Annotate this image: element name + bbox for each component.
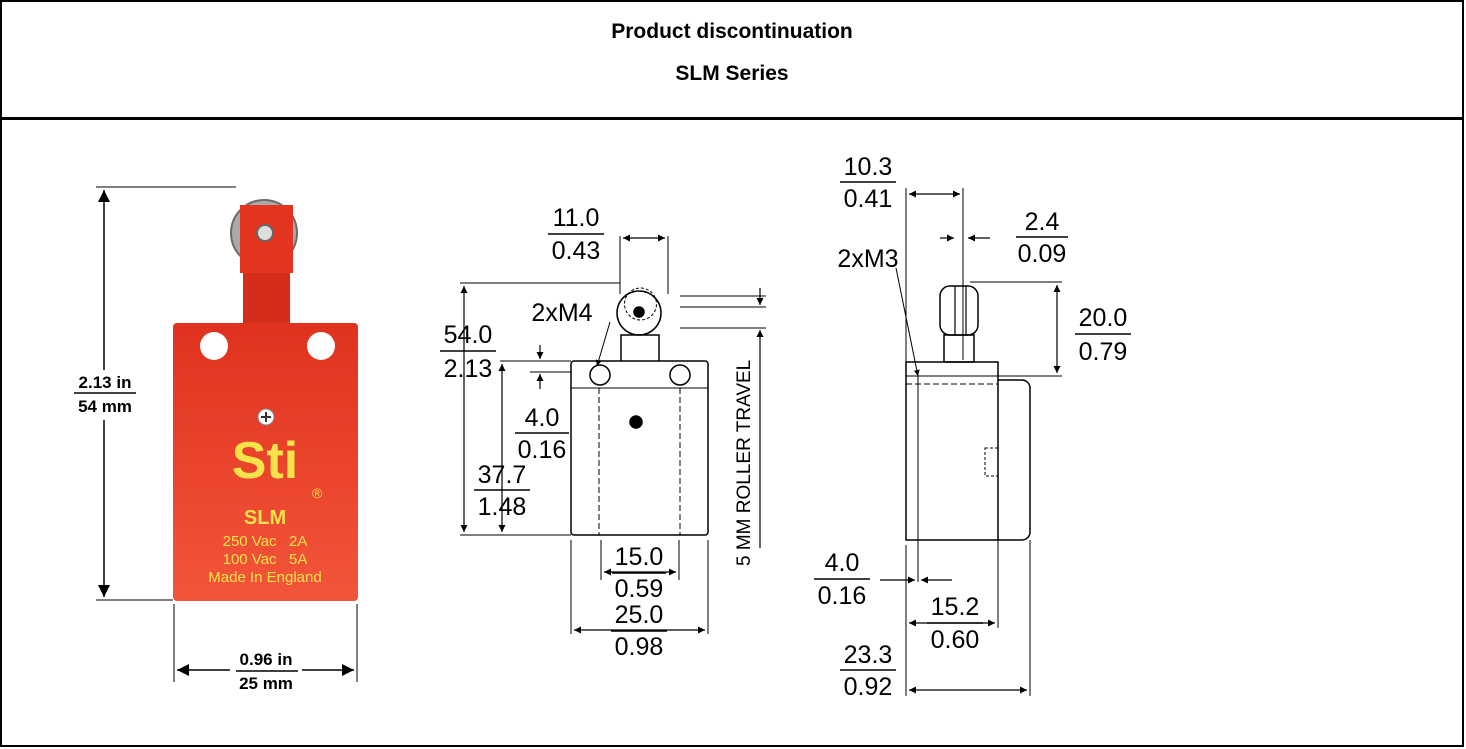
side-thread: 2xM3	[837, 245, 898, 273]
side-body	[905, 361, 999, 541]
dim-center-in: 0.59	[615, 575, 664, 603]
dim-height-in: 2.13	[444, 355, 493, 383]
dim-width-in: 0.98	[615, 633, 664, 661]
dim-mount-mm: 15.2	[931, 593, 980, 621]
dim-center-mm: 15.0	[615, 543, 664, 571]
dim-roller-in: 0.09	[1018, 240, 1067, 268]
mount-hole-left	[200, 332, 228, 360]
front-body	[570, 360, 709, 536]
roller-pivot	[256, 224, 274, 242]
front-view-drawing	[460, 234, 766, 634]
dim-plunger-mm: 20.0	[1079, 304, 1128, 332]
rating-line-2: 100 Vac 5A	[223, 551, 308, 568]
side-view-labels: 10.3 0.41 2.4 0.09 2xM3 20.0 0.79 4.0 0.…	[814, 153, 1131, 701]
brand-logo: Sti	[232, 432, 298, 490]
dim-depth-in: 0.92	[844, 673, 893, 701]
registered-mark: ®	[312, 485, 323, 501]
height-in: 2.13 in	[79, 373, 132, 392]
dim-top-mm: 11.0	[553, 204, 600, 232]
dim-offset-in: 0.41	[844, 185, 893, 213]
actuator-stem	[243, 273, 290, 328]
dim-height-mm: 54.0	[444, 321, 493, 349]
page-subtitle: SLM Series	[675, 62, 789, 85]
width-mm: 25 mm	[239, 674, 293, 693]
dim-top-in: 0.43	[552, 237, 601, 265]
height-mm: 54 mm	[78, 397, 132, 416]
roller-travel-label: 5 MM ROLLER TRAVEL	[734, 360, 755, 566]
product-photo: Sti ® SLM 250 Vac 2A 100 Vac 5A Made In …	[70, 186, 358, 694]
dim-hole-in: 0.16	[518, 436, 567, 464]
dim-edge-in: 0.16	[818, 582, 867, 610]
rating-line-1: 250 Vac 2A	[223, 533, 308, 550]
dim-plunger-in: 0.79	[1079, 338, 1128, 366]
dim-mount-in: 0.60	[931, 626, 980, 654]
model-label: SLM	[244, 507, 286, 529]
front-view-labels: 11.0 0.43 2xM4 54.0 2.13 4.0 0.16 37.7 1…	[440, 204, 755, 661]
dim-depth-mm: 23.3	[844, 641, 893, 669]
page-title: Product discontinuation	[611, 20, 853, 43]
switch-body	[173, 323, 358, 601]
dim-offset-mm: 10.3	[844, 153, 893, 181]
dim-roller-mm: 2.4	[1025, 208, 1060, 236]
width-in: 0.96 in	[240, 650, 293, 669]
header: Product discontinuation SLM Series	[2, 2, 1462, 120]
dim-body-mm: 37.7	[478, 461, 527, 489]
front-thread: 2xM4	[531, 299, 592, 327]
dim-hole-mm: 4.0	[525, 404, 560, 432]
origin-label: Made In England	[208, 569, 321, 586]
mount-hole-right	[307, 332, 335, 360]
dim-edge-mm: 4.0	[825, 549, 860, 577]
dim-width-mm: 25.0	[615, 601, 664, 629]
dim-body-in: 1.48	[478, 493, 527, 521]
